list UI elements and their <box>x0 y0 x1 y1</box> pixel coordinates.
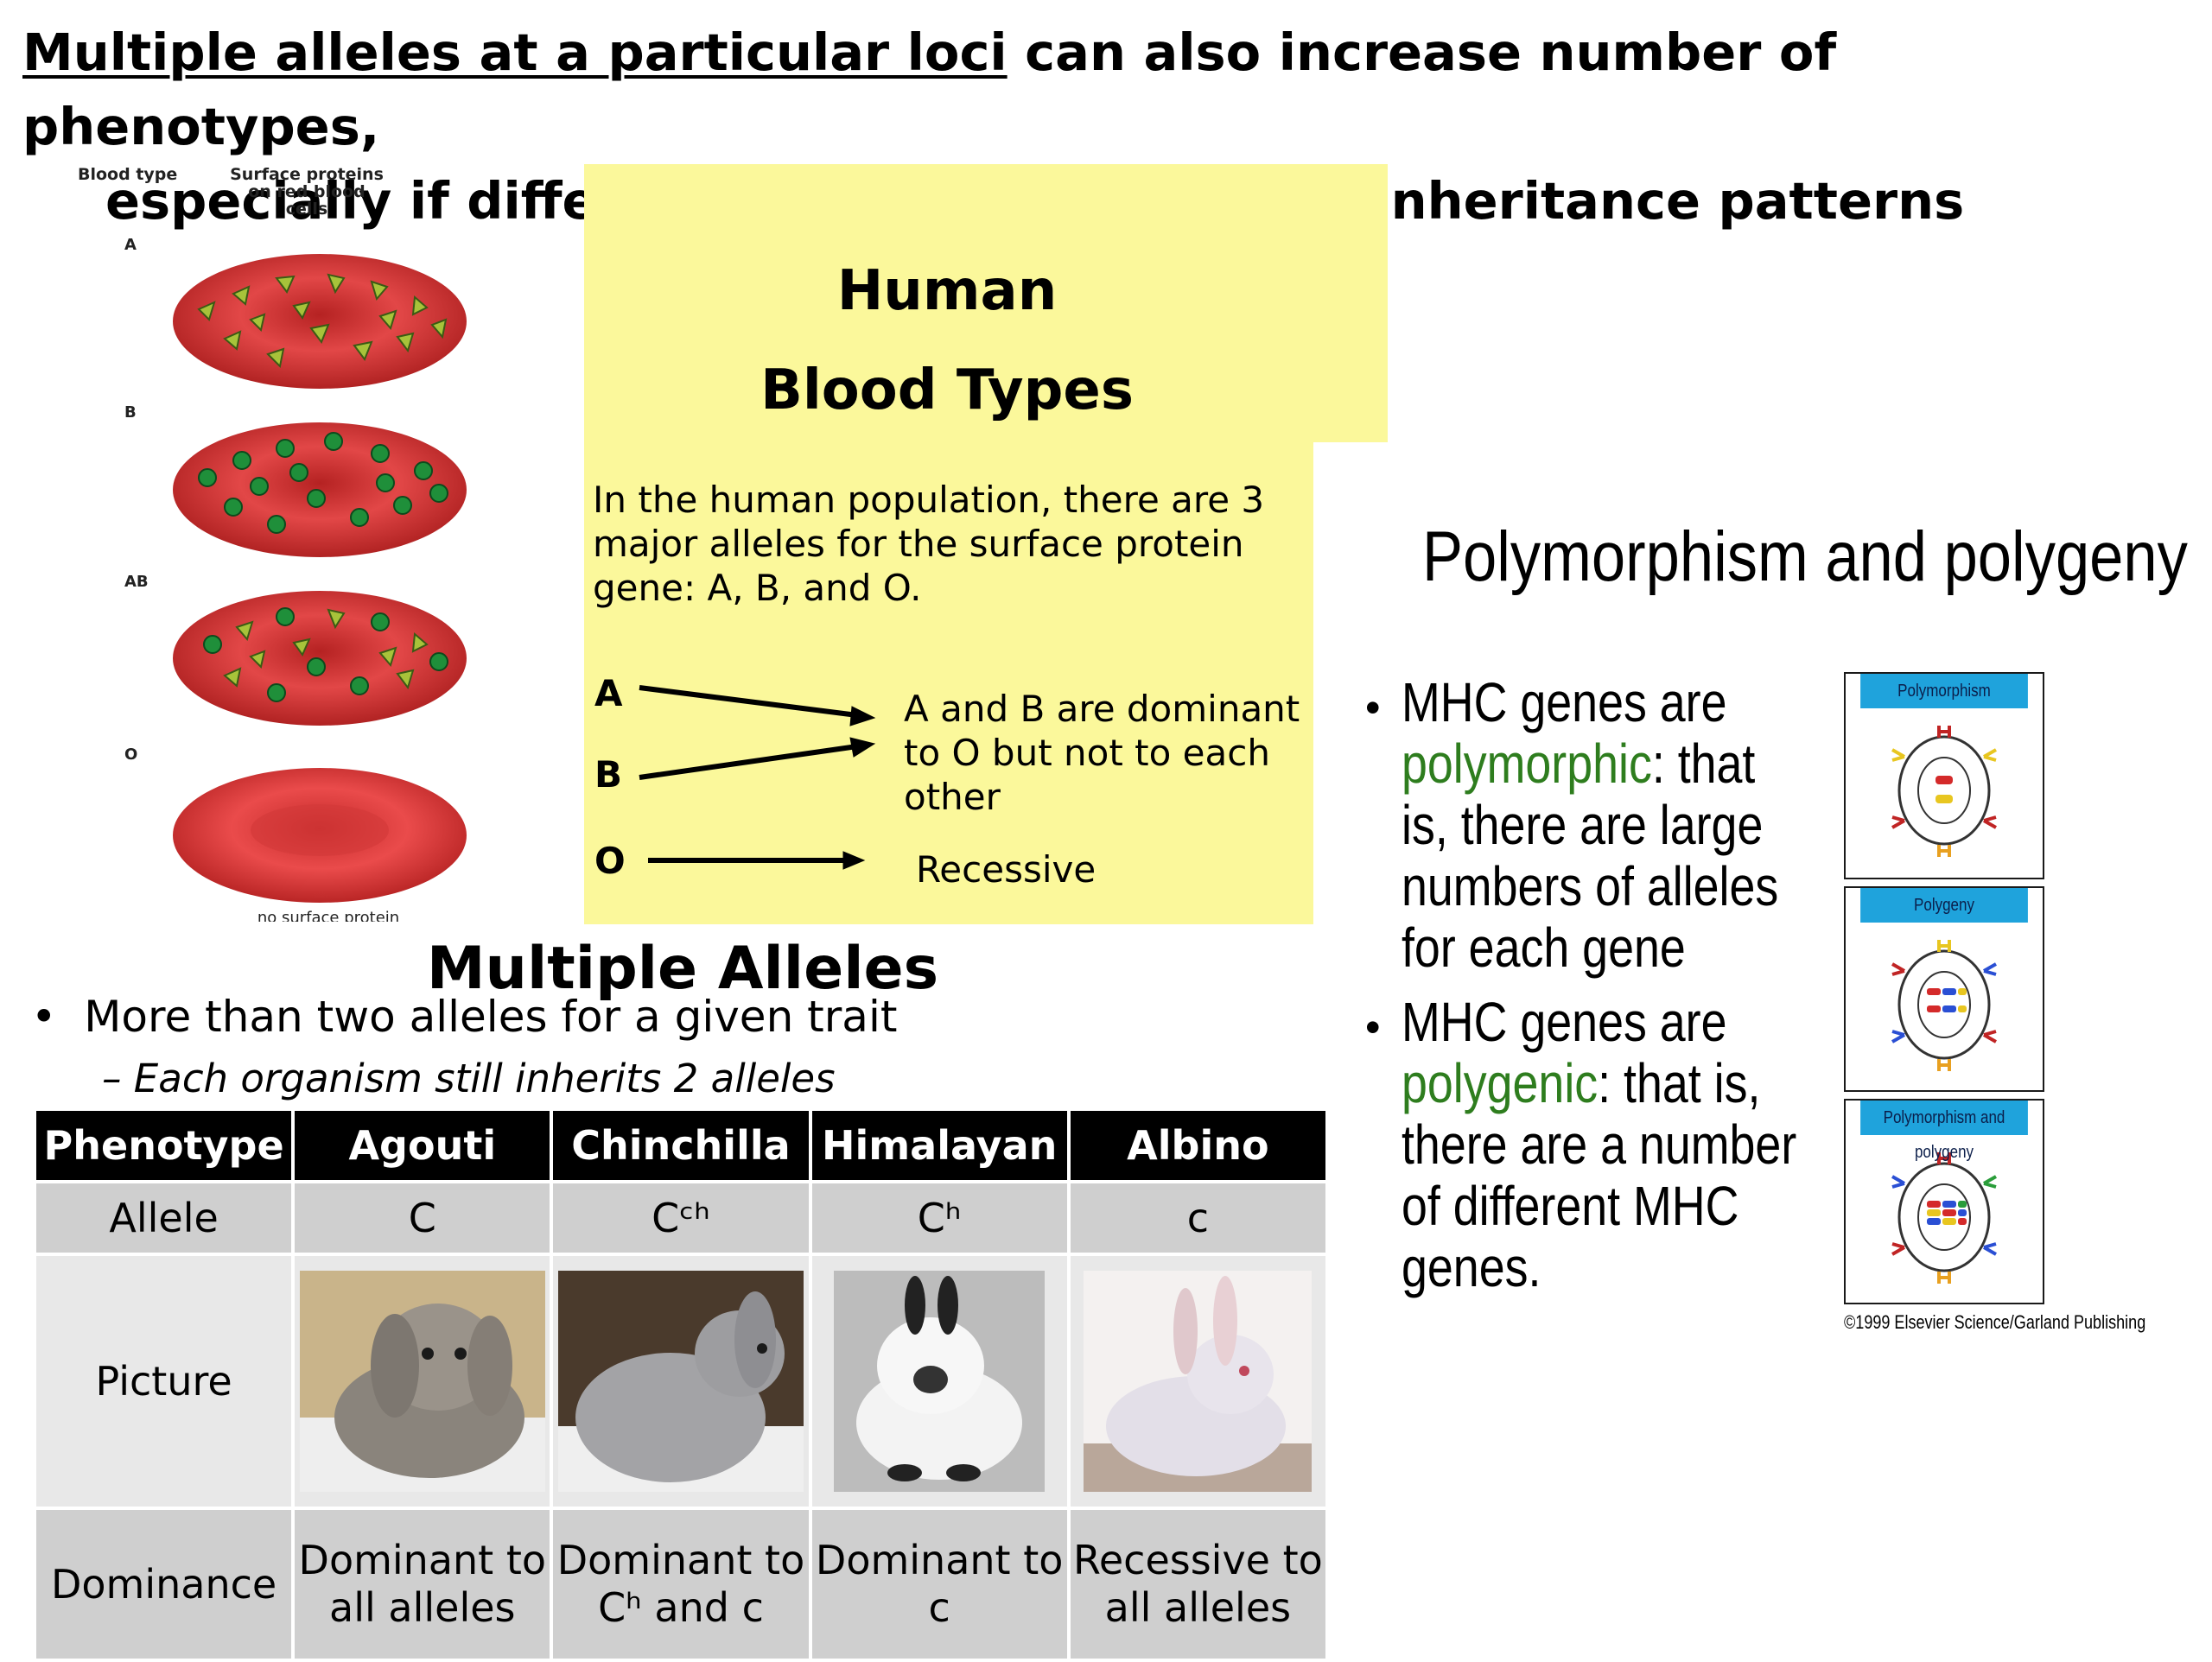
picture-agouti <box>295 1256 550 1507</box>
title-underlined: Multiple alleles at a particular loci <box>22 22 1007 82</box>
dominance-label: Dominance <box>36 1510 292 1659</box>
allele-chinchilla: Cᶜʰ <box>553 1183 809 1253</box>
bullet-1-dot: • <box>1365 683 1381 732</box>
blood-cells-figure: Blood type Surface proteins on red blood… <box>52 160 518 929</box>
header-phenotype: Phenotype <box>36 1111 292 1180</box>
red-cell-ab-icon <box>173 591 467 726</box>
cell-label-b: B <box>124 403 137 422</box>
polygenic-term: polygenic <box>1402 1052 1599 1114</box>
title-rest: can also increase number of phenotypes, <box>22 22 1837 156</box>
bullet-1-line-3: is, there are large <box>1402 794 1764 856</box>
bullet-1-line-2: polymorphic: that <box>1402 733 1755 795</box>
allele-letter-b: B <box>594 753 623 796</box>
bullet-1-line-4: numbers of alleles <box>1402 855 1779 917</box>
agouti-rabbit-image <box>299 1271 545 1492</box>
polymorphism-title: Polymorphism and polygeny <box>1422 517 2188 596</box>
dominance-albino: Recessive to all alleles <box>1070 1510 1325 1659</box>
cell-diagram-polygeny-icon <box>1891 940 1997 1071</box>
picture-albino <box>1070 1256 1325 1507</box>
bullet-1-line-1: MHC genes are <box>1402 671 1727 733</box>
bullet-2-line-4: of different MHC <box>1402 1175 1739 1237</box>
bullet-1-line-2-rest: : that <box>1651 733 1756 795</box>
chinchilla-rabbit-image <box>557 1271 804 1492</box>
blood-panel-title-1: Human <box>836 259 1058 323</box>
allele-albino: c <box>1070 1183 1325 1253</box>
himalayan-rabbit-image <box>834 1271 1046 1492</box>
dominance-arrows-icon <box>639 685 876 870</box>
cells-header-blood-type: Blood type <box>78 165 178 184</box>
allele-letter-a: A <box>594 672 623 714</box>
table-row-allele: Allele C Cᶜʰ Cʰ c <box>36 1183 1325 1253</box>
dominance-chinchilla: Dominant to Cʰ and c <box>553 1510 809 1659</box>
cell-label-ab: AB <box>124 573 149 591</box>
cells-footer: no surface protein <box>257 910 400 922</box>
cells-header-proteins: Surface proteins on red blood cells <box>225 166 389 218</box>
red-cell-a-icon <box>173 254 467 389</box>
bullet-2-line-5: genes. <box>1402 1236 1541 1298</box>
mhc-box-polymorphism-title: Polymorphism <box>1860 674 2028 708</box>
picture-label: Picture <box>36 1256 292 1507</box>
mhc-box-polymorphism-polygeny-title: Polymorphism and polygeny <box>1860 1101 2028 1162</box>
cells-header-proteins-1: Surface proteins <box>230 165 384 184</box>
bullet-2-line-2: polygenic: that is, <box>1402 1053 1760 1114</box>
mhc-box-polygeny-title: Polygeny <box>1860 888 2028 923</box>
red-cell-o-icon <box>173 768 467 903</box>
bullet-2-dot: • <box>1365 1003 1381 1051</box>
mhc-box-polygeny: Polygeny <box>1844 886 2044 1092</box>
red-cell-b-icon <box>173 422 467 557</box>
cell-label-o: O <box>124 745 138 764</box>
cell-diagram-combined-icon <box>1891 1152 1997 1284</box>
header-chinchilla: Chinchilla <box>553 1111 809 1180</box>
dominance-agouti: Dominant to all alleles <box>295 1510 550 1659</box>
multiple-alleles-subbullet: – Each organism still inherits 2 alleles <box>102 1056 836 1101</box>
multiple-alleles-bullet: • More than two alleles for a given trai… <box>31 992 898 1042</box>
header-agouti: Agouti <box>295 1111 550 1180</box>
allele-himalayan: Cʰ <box>811 1183 1067 1253</box>
cell-diagram-polymorphism-icon <box>1891 726 1997 857</box>
copyright-note: ©1999 Elsevier Science/Garland Publishin… <box>1844 1311 2146 1333</box>
allele-letter-o: O <box>594 840 626 882</box>
multiple-alleles-title: Multiple Alleles <box>426 935 939 1003</box>
dominance-himalayan: Dominant to c <box>811 1510 1067 1659</box>
rabbit-alleles-table: Phenotype Agouti Chinchilla Himalayan Al… <box>33 1107 1329 1662</box>
blood-panel-top <box>584 164 1388 442</box>
blood-panel-bottom <box>584 442 1313 924</box>
bullet-2-line-3: there are a number <box>1402 1113 1797 1176</box>
bullet-2-line-2-rest: : that is, <box>1598 1052 1761 1114</box>
cells-header-proteins-2: on red blood cells <box>248 182 365 219</box>
header-himalayan: Himalayan <box>811 1111 1067 1180</box>
allele-label: Allele <box>36 1183 292 1253</box>
blood-panel-title-2: Blood Types <box>760 358 1134 422</box>
mhc-box-polymorphism: Polymorphism <box>1844 672 2044 879</box>
bullet-1-line-5: for each gene <box>1402 917 1686 979</box>
bullet-2-line-1: MHC genes are <box>1402 991 1727 1053</box>
blood-panel-intro: In the human population, there are 3 maj… <box>593 479 1265 609</box>
mhc-box-polymorphism-polygeny: Polymorphism and polygeny <box>1844 1099 2044 1304</box>
cell-label-a: A <box>124 236 137 254</box>
picture-himalayan <box>811 1256 1067 1507</box>
recessive-text: Recessive <box>916 848 1096 891</box>
picture-chinchilla <box>553 1256 809 1507</box>
header-albino: Albino <box>1070 1111 1325 1180</box>
albino-rabbit-image <box>1084 1271 1313 1492</box>
table-row-picture: Picture <box>36 1256 1325 1507</box>
multiple-alleles-bullet-text: More than two alleles for a given trait <box>84 992 898 1042</box>
allele-agouti: C <box>295 1183 550 1253</box>
dominance-text: A and B are dominant to O but not to eac… <box>904 688 1300 818</box>
polymorphic-term: polymorphic <box>1402 733 1652 795</box>
table-row-dominance: Dominance Dominant to all alleles Domina… <box>36 1510 1325 1659</box>
